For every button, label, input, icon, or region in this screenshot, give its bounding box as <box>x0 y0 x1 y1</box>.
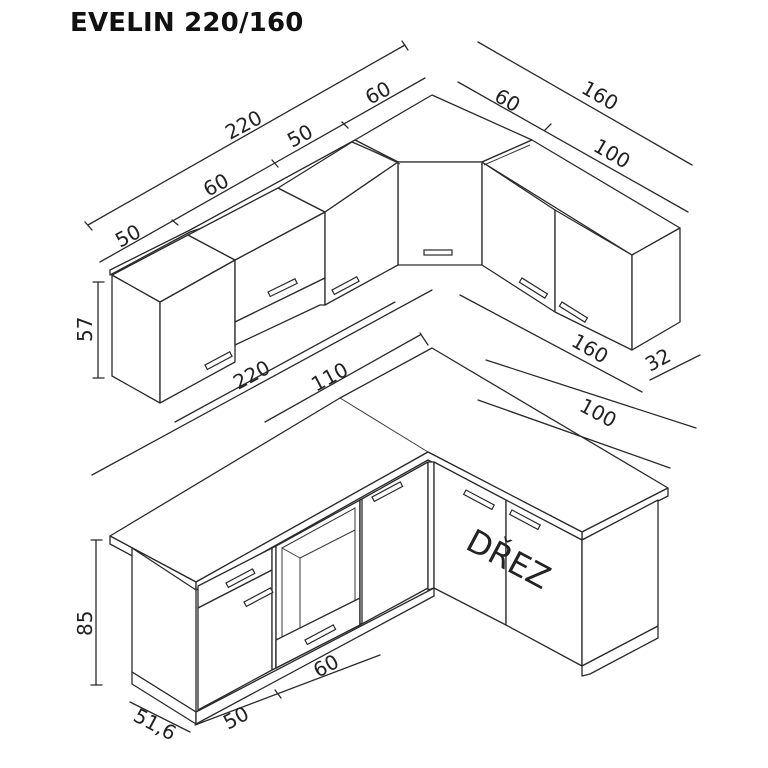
handle-icon <box>331 276 360 296</box>
upper-cabinets <box>109 94 681 404</box>
lower-right-100-label: 100 <box>576 393 621 432</box>
upper-w60-middle-label: 60 <box>199 168 233 201</box>
lower-height-label: 85 <box>73 611 97 636</box>
handle-icon <box>371 481 404 503</box>
lower-cabinets: DŘEZ <box>109 347 669 725</box>
handle-icon <box>558 301 589 323</box>
upper-total-width-label: 220 <box>221 105 266 144</box>
upper-w60-corner-label: 60 <box>361 76 395 109</box>
handle-icon <box>267 278 298 298</box>
upper-height-label: 57 <box>73 317 97 342</box>
handle-icon <box>518 277 549 299</box>
upper-right-side <box>631 227 681 351</box>
lower-bottom-plinth <box>195 587 435 725</box>
handle-icon <box>243 587 274 608</box>
upper-w50-left-label: 50 <box>111 219 145 252</box>
upper-right-corner-label: 60 <box>491 84 525 118</box>
upper-cabinet-b-under <box>234 277 326 346</box>
handle-icon <box>423 249 453 256</box>
handle-icon <box>304 624 337 646</box>
page-title: EVELIN 220/160 <box>70 8 304 38</box>
lower-right-depth-label: 32 <box>641 343 675 376</box>
upper-right-100-label: 100 <box>590 134 635 174</box>
upper-right-total-label: 160 <box>578 76 623 116</box>
upper-w50-right-label: 50 <box>283 119 317 152</box>
handle-icon <box>225 568 256 589</box>
lower-right-plinth <box>581 625 659 677</box>
upper-cabinet-c-top <box>277 141 399 213</box>
handle-icon <box>508 509 542 531</box>
lower-top-110-label: 110 <box>307 357 352 396</box>
lower-corner-panel <box>427 461 435 591</box>
handle-icon <box>462 489 496 511</box>
handle-icon <box>204 351 233 371</box>
lower-door-cabinet-side <box>359 498 363 626</box>
